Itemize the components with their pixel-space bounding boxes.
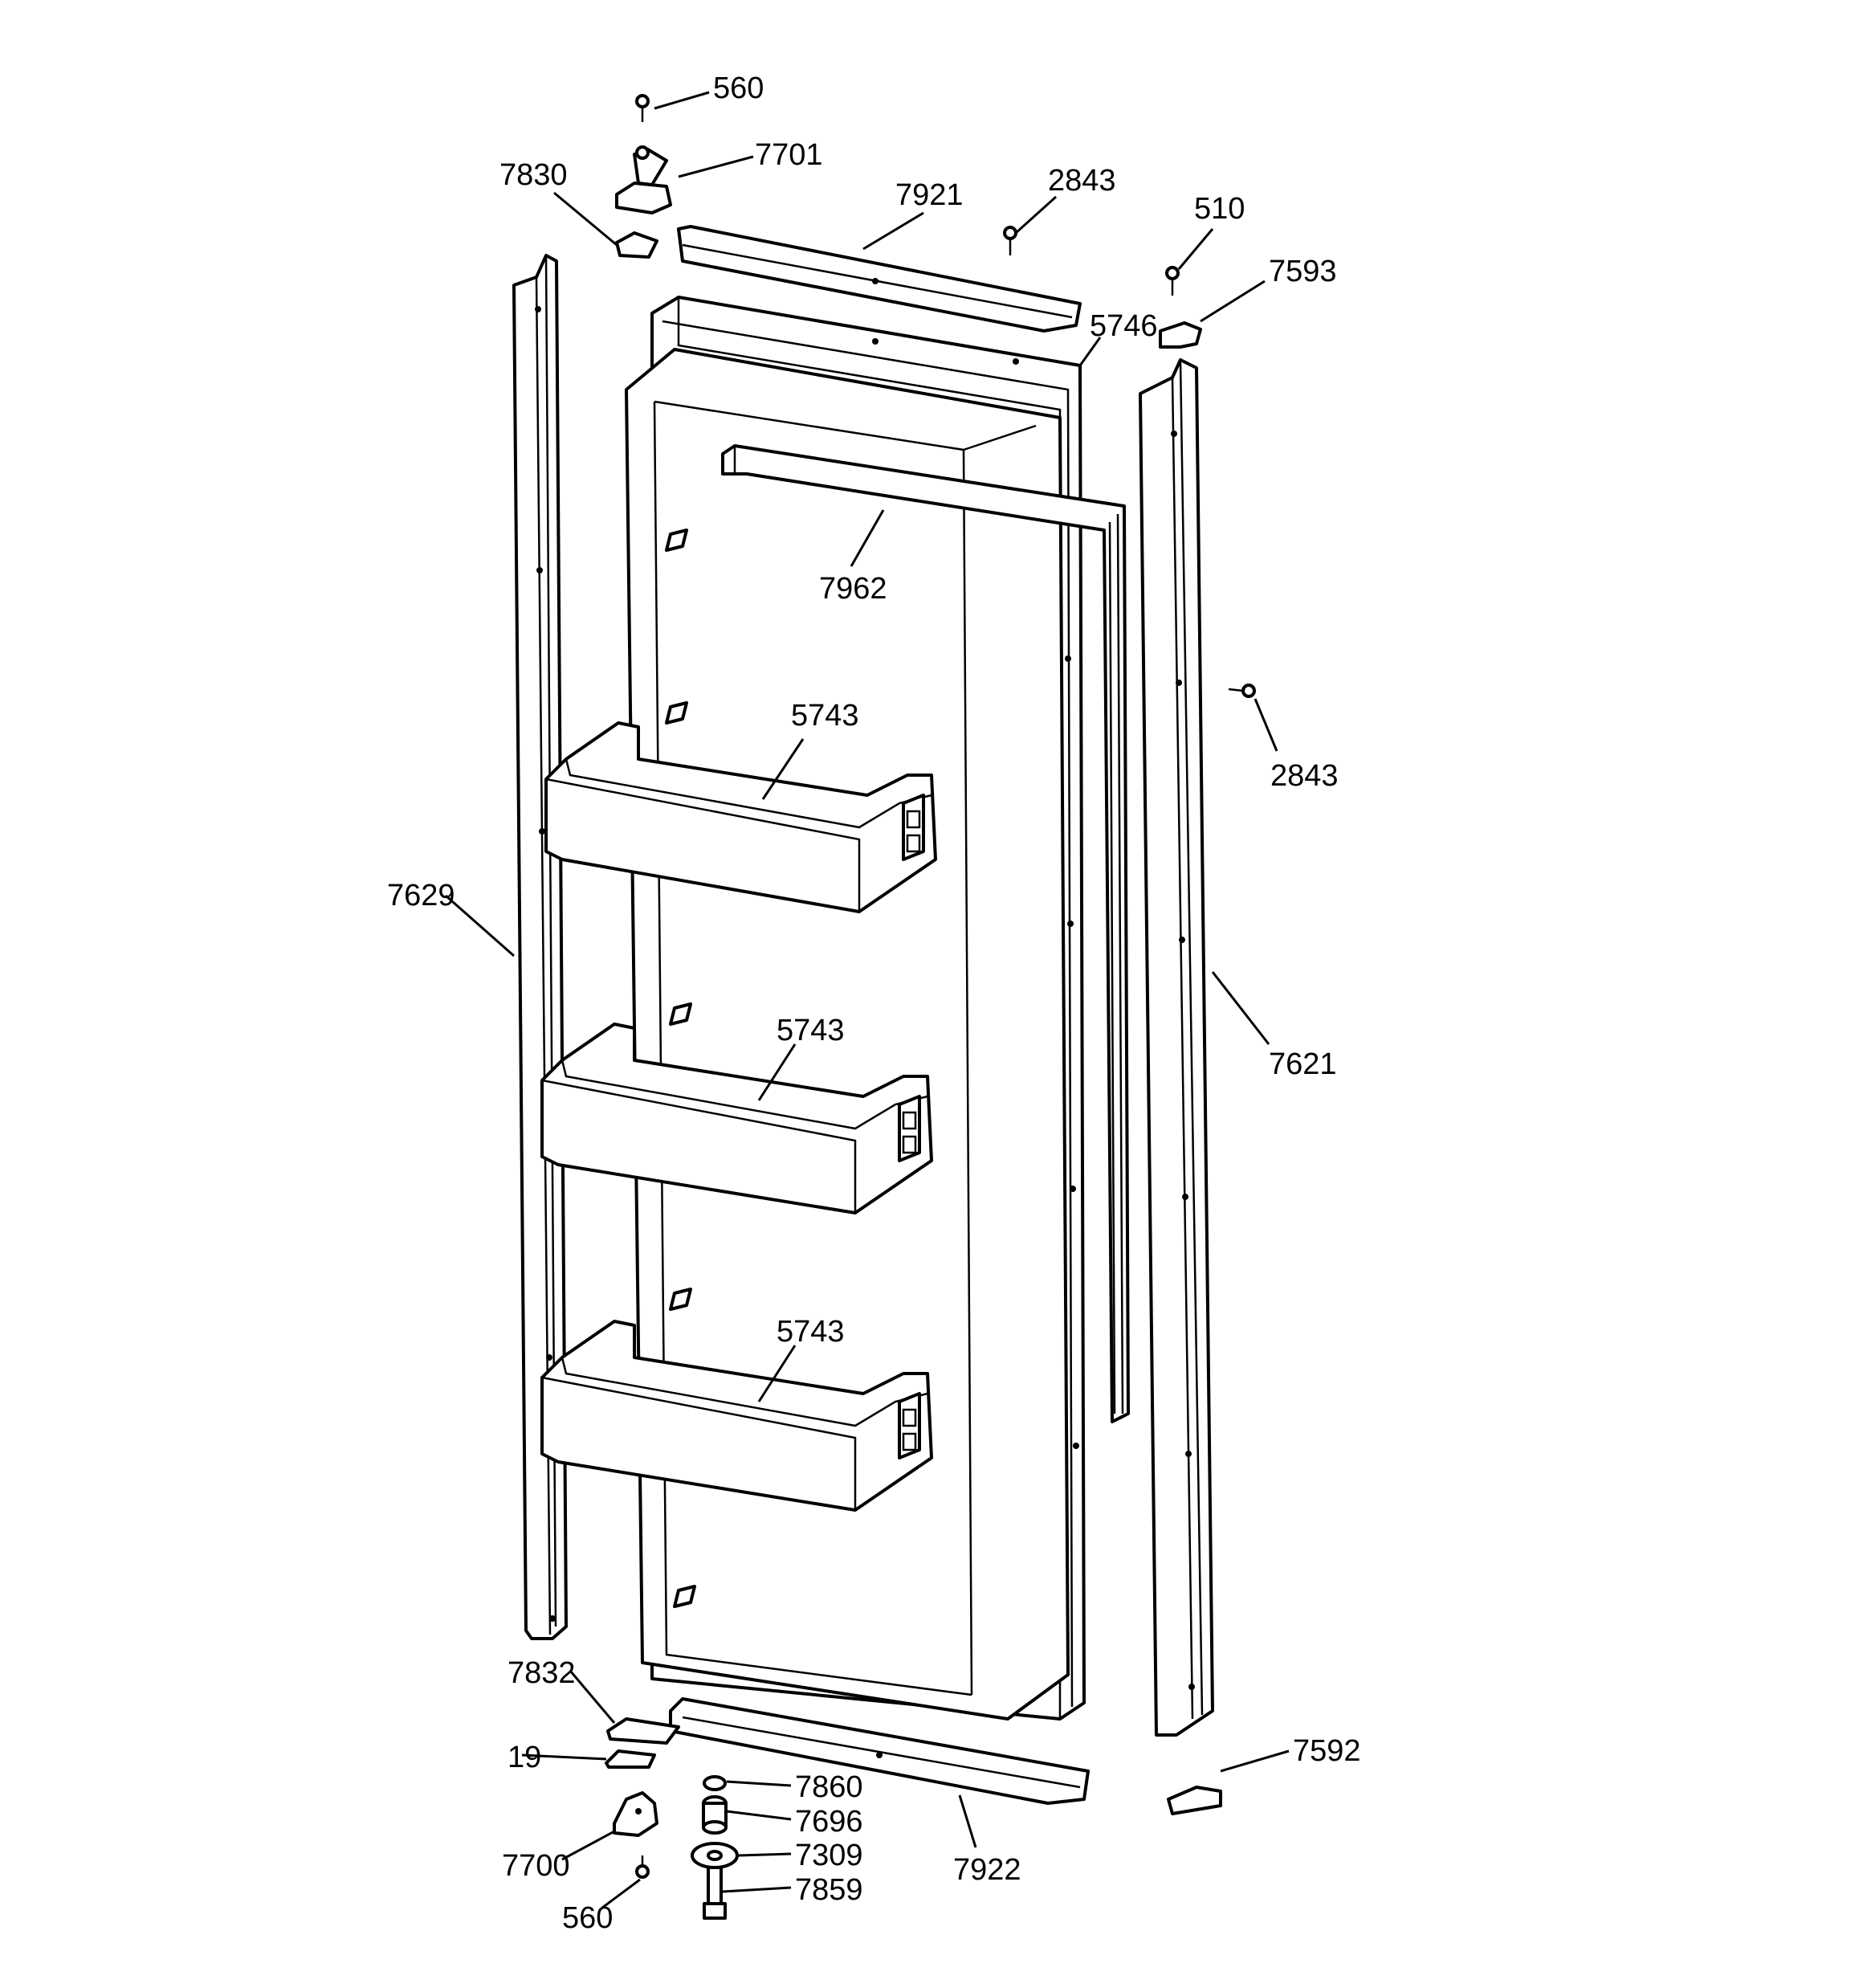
leader-lines — [445, 91, 1290, 1909]
screw-2843-right — [1228, 684, 1256, 698]
callout-7700: 7700 — [502, 1849, 570, 1883]
callout-2843: 2843 — [1048, 164, 1116, 198]
callout-510: 510 — [1194, 192, 1245, 226]
callout-labels: 560 7701 7830 7921 2843 510 7593 5746 79… — [387, 71, 1361, 1935]
callout-7701: 7701 — [755, 138, 823, 172]
right-door-trim-7621 — [1139, 358, 1214, 1737]
callout-7629: 7629 — [387, 879, 455, 912]
callout-7832: 7832 — [508, 1656, 576, 1690]
callout-5743: 5743 — [777, 1014, 845, 1047]
callout-5743: 5743 — [777, 1315, 845, 1349]
hinge-top-7701 — [615, 145, 672, 214]
callout-7309: 7309 — [795, 1839, 863, 1872]
bracket-7592 — [1167, 1786, 1222, 1815]
callout-7859: 7859 — [795, 1873, 863, 1907]
screw-560-top — [635, 94, 650, 122]
callout-7830: 7830 — [499, 158, 568, 192]
callout-2843: 2843 — [1270, 759, 1339, 793]
callout-7593: 7593 — [1269, 255, 1337, 288]
callout-560: 560 — [713, 71, 764, 105]
washer-7309 — [691, 1842, 739, 1869]
door-bin-middle-5743 — [540, 1023, 933, 1214]
callout-7621: 7621 — [1269, 1047, 1337, 1081]
hinge-shim-7832 — [606, 1717, 680, 1745]
callout-5746: 5746 — [1090, 309, 1158, 343]
bushing-7696 — [702, 1795, 728, 1835]
hinge-bottom-7700 — [613, 1791, 658, 1837]
top-channel-7921 — [677, 225, 1082, 333]
shim-19 — [605, 1749, 656, 1769]
callout-7696: 7696 — [795, 1805, 863, 1839]
door-liner — [625, 348, 1070, 1721]
callout-7922: 7922 — [953, 1853, 1021, 1887]
callout-7962: 7962 — [819, 572, 887, 606]
door-bin-top-5743 — [544, 721, 937, 913]
callout-7921: 7921 — [895, 178, 964, 212]
screw-2843-top — [1003, 226, 1017, 255]
callout-19: 19 — [508, 1741, 541, 1774]
washer-7860 — [703, 1775, 727, 1791]
callout-7592: 7592 — [1293, 1734, 1361, 1768]
callout-5743: 5743 — [791, 699, 859, 733]
door-bin-bottom-5743 — [540, 1320, 933, 1512]
screw-560-bottom — [635, 1855, 650, 1879]
door-gasket-7962 — [721, 444, 1130, 1423]
bracket-7593 — [1159, 321, 1202, 349]
hinge-shim-7830 — [615, 231, 658, 259]
callout-560: 560 — [562, 1901, 613, 1935]
callout-7860: 7860 — [795, 1770, 863, 1804]
bolt-7859 — [703, 1866, 727, 1920]
screw-510 — [1165, 266, 1180, 296]
